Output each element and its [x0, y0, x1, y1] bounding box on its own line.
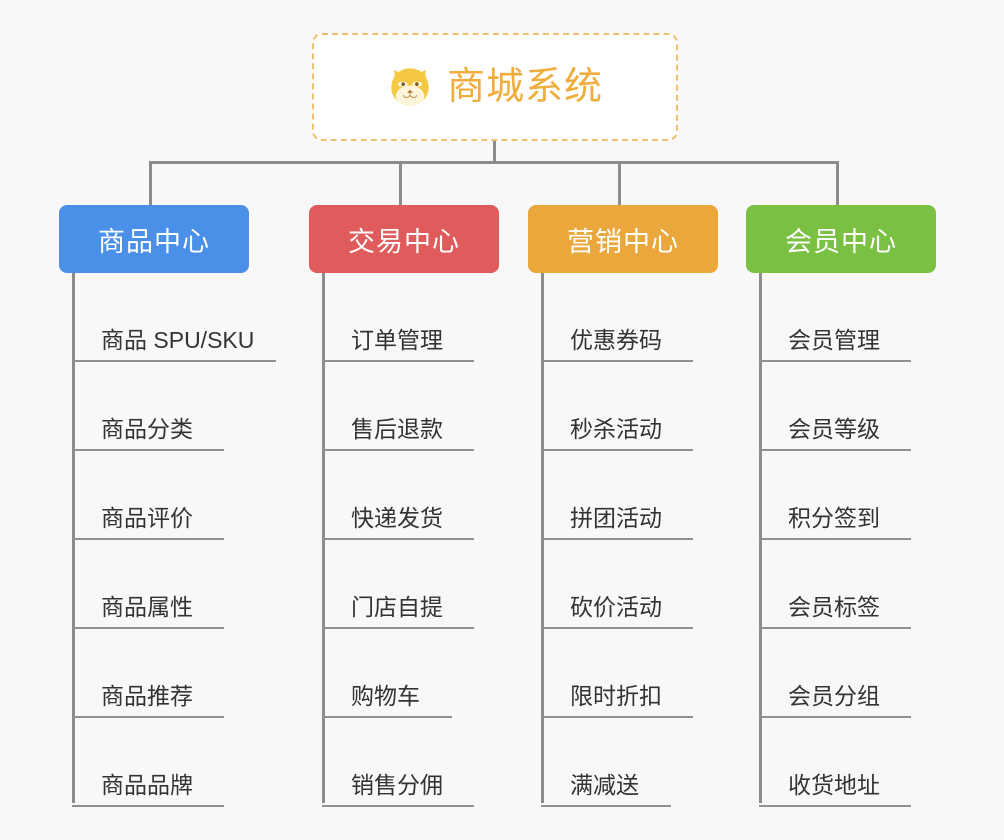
leaf-label: 满减送: [570, 771, 639, 798]
leaf-underline: [72, 805, 224, 807]
leaf-label: 购物车: [351, 682, 420, 709]
leaf-label: 会员等级: [788, 415, 880, 442]
leaf-label: 销售分佣: [351, 771, 443, 798]
leaf-label: 优惠券码: [570, 326, 662, 353]
leaf-underline: [322, 538, 474, 540]
root-node[interactable]: 商城系统: [312, 33, 678, 141]
leaf-underline: [541, 538, 693, 540]
branch-column-2: 交易中心 订单管理 售后退款 快递发货 门店自提 购物车: [309, 205, 499, 807]
branch-column-4: 会员中心 会员管理 会员等级 积分签到 会员标签 会员分组: [746, 205, 936, 807]
leaf-underline: [759, 627, 911, 629]
leaf-item[interactable]: 会员管理: [746, 273, 936, 362]
leaf-underline: [541, 805, 671, 807]
branch-header-1[interactable]: 商品中心: [59, 205, 249, 273]
leaf-underline: [322, 716, 452, 718]
leaf-label: 售后退款: [351, 415, 443, 442]
connector-drop-branch-2: [399, 161, 402, 207]
leaf-label: 商品属性: [101, 593, 193, 620]
leaf-underline: [322, 805, 474, 807]
leaf-label: 积分签到: [788, 504, 880, 531]
leaf-item[interactable]: 销售分佣: [309, 718, 499, 807]
leaf-item[interactable]: 购物车: [309, 629, 499, 718]
leaf-item[interactable]: 商品 SPU/SKU: [59, 273, 276, 362]
leaf-item[interactable]: 限时折扣: [528, 629, 718, 718]
leaf-item[interactable]: 会员分组: [746, 629, 936, 718]
leaf-label: 砍价活动: [570, 593, 662, 620]
leaf-item[interactable]: 快递发货: [309, 451, 499, 540]
leaf-item[interactable]: 商品分类: [59, 362, 249, 451]
leaf-item[interactable]: 收货地址: [746, 718, 936, 807]
leaf-list-3: 优惠券码 秒杀活动 拼团活动 砍价活动 限时折扣 满减送: [528, 273, 718, 807]
leaf-item[interactable]: 商品推荐: [59, 629, 249, 718]
leaf-label: 商品推荐: [101, 682, 193, 709]
leaf-label: 会员管理: [788, 326, 880, 353]
leaf-item[interactable]: 商品评价: [59, 451, 249, 540]
leaf-list-2: 订单管理 售后退款 快递发货 门店自提 购物车 销售分佣: [309, 273, 499, 807]
leaf-label: 拼团活动: [570, 504, 662, 531]
leaf-label: 收货地址: [788, 771, 880, 798]
leaf-item[interactable]: 售后退款: [309, 362, 499, 451]
branch-header-3[interactable]: 营销中心: [528, 205, 718, 273]
leaf-underline: [72, 538, 224, 540]
leaf-underline: [759, 360, 911, 362]
leaf-item[interactable]: 砍价活动: [528, 540, 718, 629]
leaf-label: 秒杀活动: [570, 415, 662, 442]
leaf-underline: [541, 360, 693, 362]
leaf-label: 限时折扣: [570, 682, 662, 709]
leaf-item[interactable]: 商品品牌: [59, 718, 249, 807]
branch-header-label: 交易中心: [348, 226, 460, 257]
branch-header-4[interactable]: 会员中心: [746, 205, 936, 273]
leaf-label: 商品品牌: [101, 771, 193, 798]
branch-header-label: 商品中心: [98, 226, 210, 257]
leaf-item[interactable]: 优惠券码: [528, 273, 718, 362]
leaf-item[interactable]: 满减送: [528, 718, 718, 807]
branch-header-label: 会员中心: [785, 226, 897, 257]
leaf-label: 会员分组: [788, 682, 880, 709]
leaf-underline: [322, 627, 474, 629]
leaf-underline: [72, 716, 224, 718]
leaf-underline: [541, 627, 693, 629]
branch-header-label: 营销中心: [567, 226, 679, 257]
connector-horizontal-bus: [149, 161, 839, 164]
leaf-item[interactable]: 会员等级: [746, 362, 936, 451]
leaf-item[interactable]: 会员标签: [746, 540, 936, 629]
leaf-label: 会员标签: [788, 593, 880, 620]
connector-root-stem: [493, 141, 496, 164]
leaf-item[interactable]: 商品属性: [59, 540, 249, 629]
leaf-item[interactable]: 门店自提: [309, 540, 499, 629]
connector-drop-branch-1: [149, 161, 152, 207]
leaf-item[interactable]: 拼团活动: [528, 451, 718, 540]
leaf-label: 门店自提: [351, 593, 443, 620]
leaf-underline: [759, 716, 911, 718]
leaf-list-1: 商品 SPU/SKU 商品分类 商品评价 商品属性 商品推荐 商品品牌: [59, 273, 276, 807]
leaf-underline: [322, 360, 474, 362]
leaf-underline: [541, 716, 693, 718]
shiba-dog-face-icon: [391, 68, 429, 106]
leaf-underline: [72, 360, 276, 362]
leaf-underline: [759, 538, 911, 540]
branch-header-2[interactable]: 交易中心: [309, 205, 499, 273]
leaf-underline: [759, 449, 911, 451]
leaf-underline: [759, 805, 911, 807]
leaf-underline: [72, 627, 224, 629]
leaf-label: 商品评价: [101, 504, 193, 531]
leaf-label: 快递发货: [351, 504, 443, 531]
leaf-underline: [541, 449, 693, 451]
leaf-underline: [322, 449, 474, 451]
connector-drop-branch-3: [618, 161, 621, 207]
root-title: 商城系统: [446, 66, 603, 108]
leaf-underline: [72, 449, 224, 451]
leaf-item[interactable]: 积分签到: [746, 451, 936, 540]
leaf-label: 订单管理: [351, 326, 443, 353]
branch-column-3: 营销中心 优惠券码 秒杀活动 拼团活动 砍价活动 限时折扣: [528, 205, 718, 807]
leaf-label: 商品 SPU/SKU: [101, 326, 255, 353]
leaf-item[interactable]: 订单管理: [309, 273, 499, 362]
leaf-label: 商品分类: [101, 415, 193, 442]
leaf-list-4: 会员管理 会员等级 积分签到 会员标签 会员分组 收货地址: [746, 273, 936, 807]
branch-column-1: 商品中心 商品 SPU/SKU 商品分类 商品评价 商品属性 商品推荐: [59, 205, 276, 807]
connector-drop-branch-4: [836, 161, 839, 207]
leaf-item[interactable]: 秒杀活动: [528, 362, 718, 451]
